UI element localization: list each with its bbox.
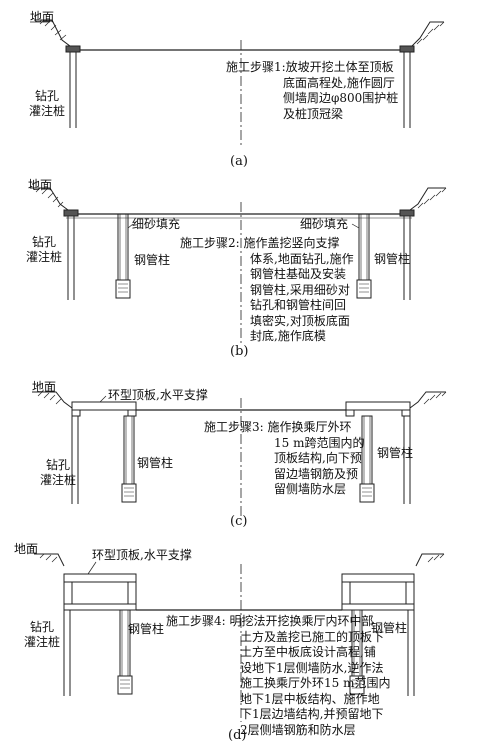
pile-label-line2: 灌注桩 (40, 473, 77, 487)
step-line: 体系,地面钻孔,施作 (250, 251, 354, 266)
step-description: 施工步骤2: 施作盖挖竖向支撑 体系,地面钻孔,施作 钢管柱基础及安装 钢管柱,… (180, 236, 354, 345)
panel-c-drawing (32, 391, 447, 516)
ground-label: 地面 (28, 178, 53, 192)
panel-c: 地面 环型顶板,水平支撑 钻孔 灌注桩 钢管柱 钢管柱 施工步骤3: 施作换乘厅… (0, 372, 478, 544)
pile-label-line2: 灌注桩 (24, 635, 61, 649)
roof-label: 环型顶板,水平支撑 (92, 548, 192, 562)
step-line: 底面高程处,施作圆厅 (283, 75, 395, 90)
panel-caption: (b) (230, 344, 249, 359)
step-line: 留边墙钢筋及预 (274, 466, 359, 481)
steel-column-label-right: 钢管柱 (377, 446, 414, 460)
panel-caption: (c) (230, 514, 248, 529)
roof-label: 环型顶板,水平支撑 (108, 388, 208, 402)
step-line: 施工步骤1:放坡开挖土体至顶板 (226, 60, 394, 74)
pile-label-line1: 钻孔 (32, 235, 57, 249)
steel-column-label-left: 钢管柱 (134, 253, 171, 267)
steel-column-label-right: 钢管柱 (371, 621, 408, 635)
step-line: 施工步骤2: 施作盖挖竖向支撑 (180, 236, 340, 250)
panel-b: 地面 细砂填充 细砂填充 钻孔 灌注桩 钢管柱 钢管柱 施工步骤2: 施作盖挖竖… (0, 172, 478, 372)
pile-label-line2: 灌注桩 (26, 250, 63, 264)
ground-label: 地面 (14, 542, 39, 556)
step-line: 土方至中板底设计高程,铺 (240, 645, 376, 659)
step-description: 施工步骤4: 明挖法开挖换乘厅内环中部 土方及盖挖已施工的顶板下 土方至中板底设… (166, 614, 390, 738)
panel-a-drawing (30, 19, 445, 148)
step-line: 填密实,对顶板底面 (250, 313, 350, 328)
step-line: 地下1层中板结构、施作地 (240, 691, 380, 706)
step-line: 土方及盖挖已施工的顶板下 (240, 629, 385, 644)
panel-a: 地面 钻孔 灌注桩 施工步骤1:放坡开挖土体至顶板 底面高程处,施作圆厅 侧墙周… (0, 0, 478, 180)
panel-b-drawing (30, 187, 447, 344)
pile-label-line1: 钻孔 (35, 89, 60, 103)
step-line: 设地下1层侧墙防水,逆作法 (240, 660, 384, 675)
step-line: 15 m跨范围内的 (274, 435, 365, 450)
step-line: 钻孔和钢管柱间回 (250, 298, 347, 312)
panel-d-drawing (34, 553, 445, 722)
sand-fill-label-left: 细砂填充 (132, 217, 181, 231)
step-line: 及桩顶冠梁 (283, 106, 344, 121)
step-line: 封底,施作底模 (250, 329, 326, 343)
step-line: 施工换乘厅外环15 m范围内 (240, 676, 391, 690)
panel-caption: (d) (228, 728, 247, 743)
steel-column-label-right: 钢管柱 (374, 252, 411, 266)
panel-caption: (a) (230, 154, 248, 169)
step-description: 施工步骤3: 施作换乘厅外环 15 m跨范围内的 顶板结构,向下预 留边墙钢筋及… (204, 420, 364, 498)
step-line: 钢管柱基础及安装 (250, 267, 347, 281)
ground-label: 地面 (30, 10, 55, 24)
steel-column-label-left: 钢管柱 (128, 622, 165, 636)
step-description: 施工步骤1:放坡开挖土体至顶板 底面高程处,施作圆厅 侧墙周边φ800围护桩 及… (226, 60, 398, 122)
step-line: 施工步骤4: 明挖法开挖换乘厅内环中部 (166, 614, 374, 628)
panel-d: 地面 环型顶板,水平支撑 钻孔 灌注桩 钢管柱 钢管柱 施工步骤4: 明挖法开挖… (0, 536, 478, 748)
pile-label-line1: 钻孔 (30, 620, 55, 634)
step-line: 留侧墙防水层 (274, 482, 347, 496)
ground-label: 地面 (32, 380, 57, 394)
step-line: 施工步骤3: 施作换乘厅外环 (204, 420, 352, 434)
step-line: 顶板结构,向下预 (274, 451, 362, 465)
pile-label-line2: 灌注桩 (29, 104, 66, 118)
sand-fill-label-right: 细砂填充 (300, 217, 349, 231)
steel-column-label-left: 钢管柱 (137, 456, 174, 470)
step-line: 2层侧墙钢筋和防水层 (240, 722, 356, 737)
step-line: 侧墙周边φ800围护桩 (283, 91, 399, 105)
pile-label-line1: 钻孔 (46, 458, 71, 472)
step-line: 钢管柱,采用细砂对 (250, 282, 350, 297)
step-line: 下1层边墙结构,并预留地下 (240, 707, 384, 721)
